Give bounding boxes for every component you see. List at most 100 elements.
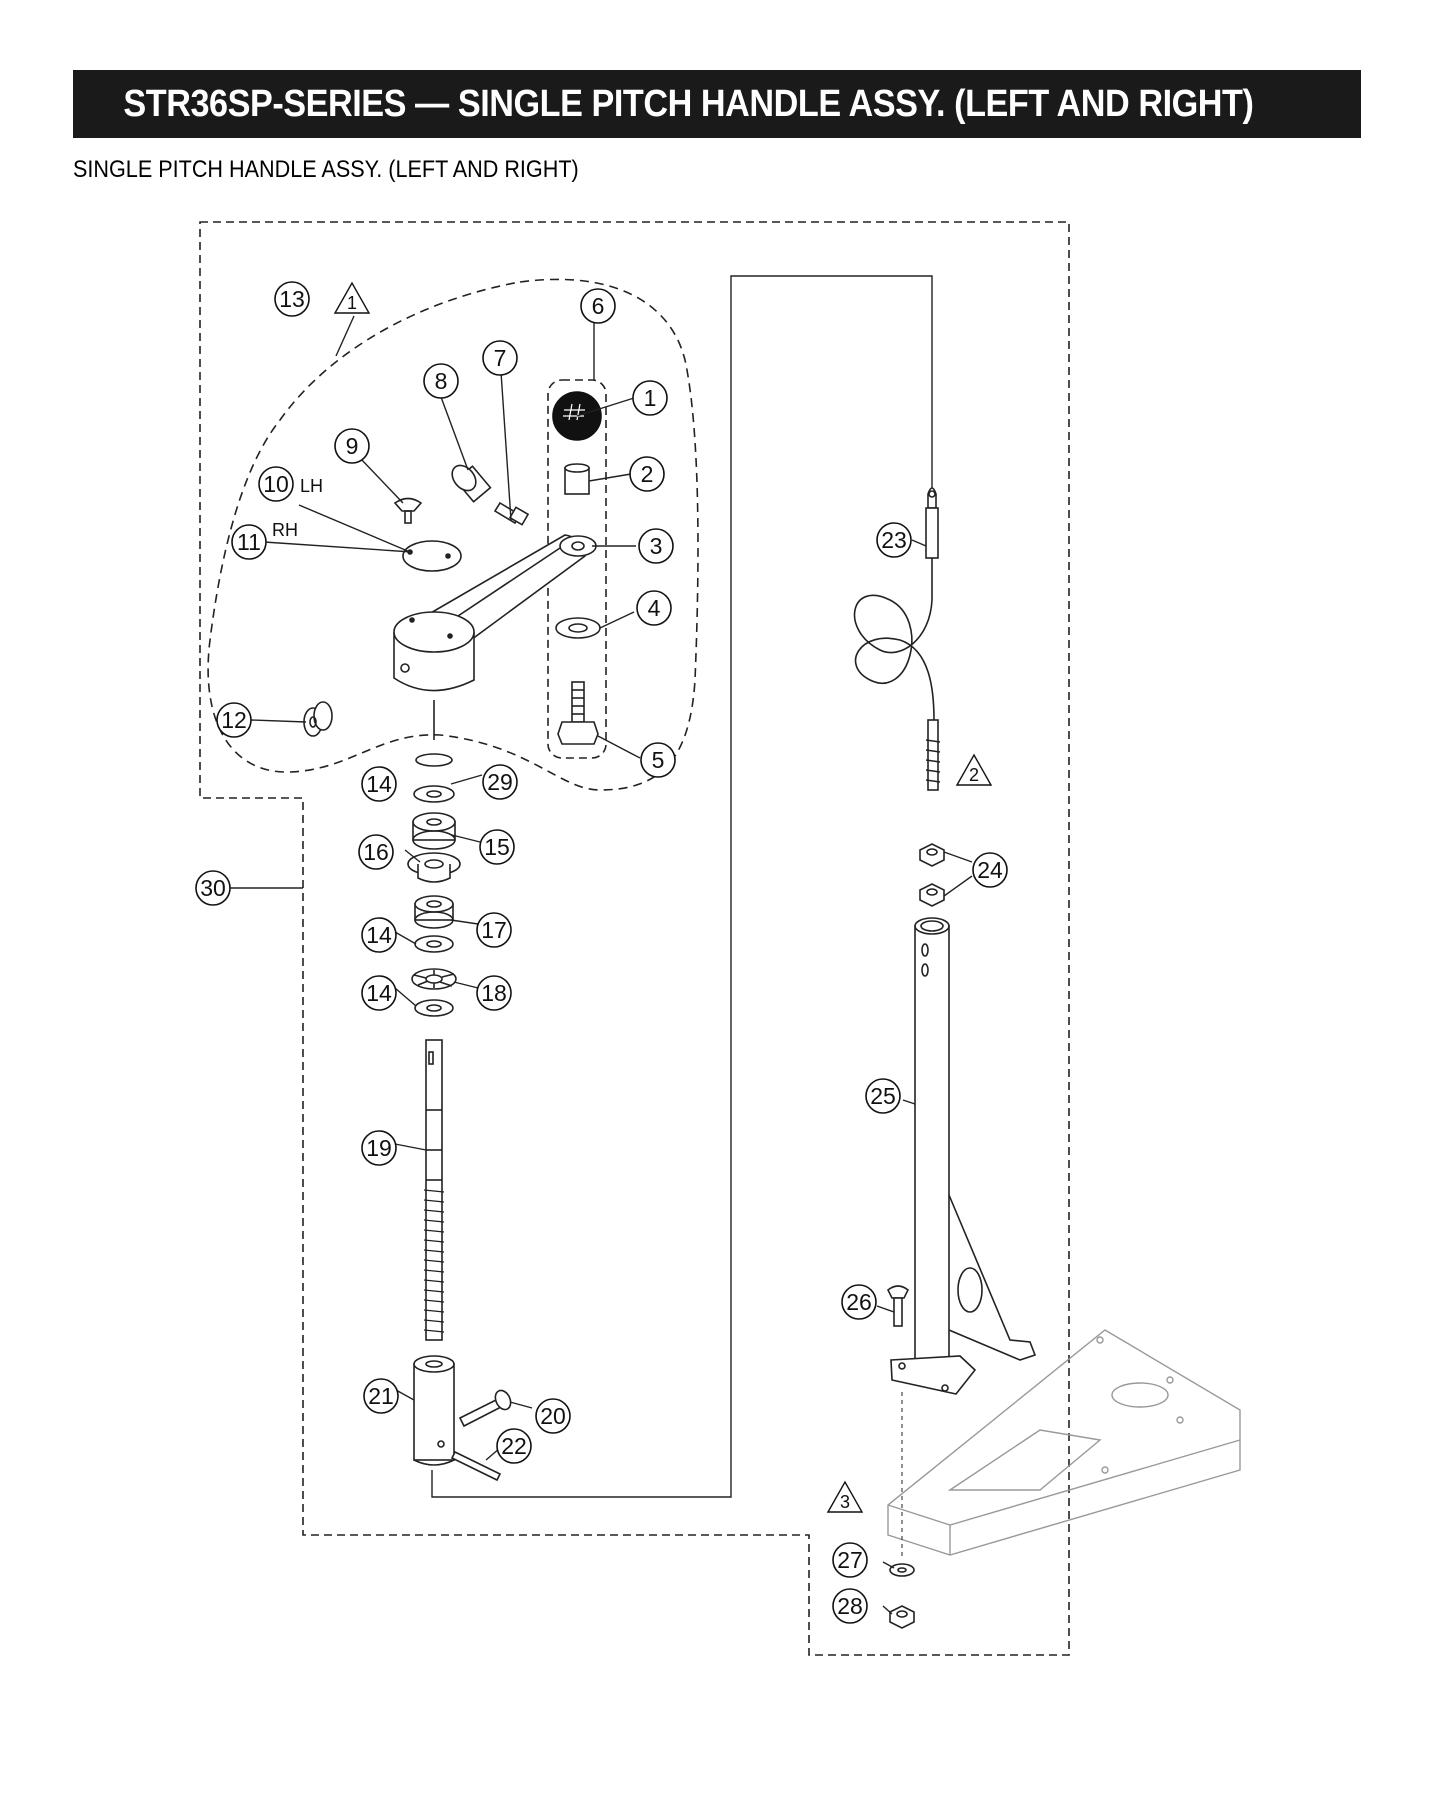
washer-part-14-top bbox=[413, 785, 455, 803]
callout-26-label: 26 bbox=[846, 1289, 872, 1315]
set-screw-part-12 bbox=[303, 701, 333, 737]
callout-9-label: 9 bbox=[346, 433, 359, 459]
callout-14-mid-label: 14 bbox=[366, 922, 392, 948]
callout-5-label: 5 bbox=[652, 747, 665, 773]
cable-part-23 bbox=[853, 487, 941, 791]
callout-24-label: 24 bbox=[977, 857, 1003, 883]
callout-8 bbox=[423, 363, 459, 399]
page-title: STR36SP-SERIES — SINGLE PITCH HANDLE ASS… bbox=[123, 82, 1254, 125]
bushing-part-15 bbox=[412, 812, 456, 850]
callout-2-label: 2 bbox=[641, 461, 654, 487]
note-triangle-3-icon bbox=[826, 1480, 864, 1513]
callout-18 bbox=[476, 975, 512, 1011]
fitting-part-8 bbox=[451, 464, 492, 503]
nut-part-28 bbox=[889, 1605, 915, 1629]
spring-washer-part-18 bbox=[411, 968, 457, 990]
callout-14-bottom bbox=[361, 975, 397, 1011]
callout-15 bbox=[479, 829, 515, 865]
note-triangle-2-icon bbox=[955, 753, 993, 786]
pin-part-22 bbox=[450, 1450, 502, 1482]
bushing-part-17 bbox=[414, 895, 454, 929]
callout-6 bbox=[580, 288, 616, 324]
callout-28 bbox=[832, 1588, 868, 1624]
callout-23-label: 23 bbox=[881, 527, 907, 553]
handle-subassembly-boundary-13 bbox=[207, 278, 699, 791]
callout-3 bbox=[638, 528, 674, 564]
callout-5 bbox=[640, 742, 676, 778]
callout-16 bbox=[358, 834, 394, 870]
callout-19-label: 19 bbox=[366, 1135, 392, 1161]
callout-6-label: 6 bbox=[592, 293, 605, 319]
screw-part-9 bbox=[393, 497, 423, 524]
assembly-boundary-30 bbox=[199, 221, 1070, 1656]
note-2-label: 2 bbox=[969, 765, 979, 785]
callout-28-label: 28 bbox=[837, 1593, 863, 1619]
callout-14-top-label: 14 bbox=[366, 771, 392, 797]
callout-1-label: 1 bbox=[644, 385, 657, 411]
page-subtitle: SINGLE PITCH HANDLE ASSY. (LEFT AND RIGH… bbox=[73, 156, 579, 183]
nut-part-24-bottom bbox=[919, 883, 945, 907]
callout-29 bbox=[482, 764, 518, 800]
callout-4 bbox=[636, 590, 672, 626]
connector-line bbox=[431, 275, 933, 1498]
nut-part-24-top bbox=[919, 843, 945, 867]
callout-20 bbox=[535, 1398, 571, 1434]
bolt-part-20 bbox=[458, 1389, 512, 1428]
lh-label: LH bbox=[300, 476, 323, 496]
callout-8-label: 8 bbox=[435, 368, 448, 394]
bolt-part-26 bbox=[886, 1285, 910, 1327]
callout-14-bottom-label: 14 bbox=[366, 980, 392, 1006]
callout-16-label: 16 bbox=[363, 839, 389, 865]
washer-part-14-bottom bbox=[414, 999, 454, 1017]
bolt-part-5 bbox=[557, 681, 599, 745]
callout-30 bbox=[195, 870, 231, 906]
callout-13-label: 13 bbox=[279, 286, 305, 312]
callout-11 bbox=[231, 524, 267, 560]
handle-arm-part-3 bbox=[393, 534, 597, 692]
callout-2 bbox=[629, 456, 665, 492]
callout-10-label: 10 bbox=[263, 471, 289, 497]
callout-25 bbox=[865, 1078, 901, 1114]
callout-23 bbox=[876, 522, 912, 558]
callout-11-label: 11 bbox=[237, 529, 261, 555]
callout-4-label: 4 bbox=[648, 595, 661, 621]
callout-21-label: 21 bbox=[368, 1383, 394, 1409]
callout-26 bbox=[841, 1284, 877, 1320]
callout-27-label: 27 bbox=[837, 1547, 863, 1573]
callout-19 bbox=[361, 1130, 397, 1166]
retaining-ring-part-29 bbox=[415, 753, 453, 767]
callout-18-label: 18 bbox=[481, 980, 507, 1006]
flange-part-16 bbox=[407, 852, 461, 883]
note-3-label: 3 bbox=[840, 1492, 850, 1512]
callout-10 bbox=[258, 466, 294, 502]
callout-3-label: 3 bbox=[650, 533, 663, 559]
note-triangle-1-icon bbox=[333, 281, 371, 314]
knob-pattern-icon bbox=[563, 403, 585, 421]
callout-13 bbox=[274, 281, 310, 317]
callout-24 bbox=[972, 852, 1008, 888]
zerk-part-7 bbox=[493, 501, 530, 526]
callout-30-label: 30 bbox=[200, 875, 226, 901]
callout-15-label: 15 bbox=[484, 834, 510, 860]
callout-27 bbox=[832, 1542, 868, 1578]
callout-21 bbox=[363, 1378, 399, 1414]
callout-25-label: 25 bbox=[870, 1083, 896, 1109]
washer-part-14-mid bbox=[414, 935, 454, 953]
base-plate-phantom bbox=[887, 1329, 1241, 1556]
callout-17-label: 17 bbox=[481, 917, 507, 943]
callout-7-label: 7 bbox=[494, 345, 507, 371]
shaft-part-19 bbox=[423, 1039, 445, 1341]
callout-7 bbox=[482, 340, 518, 376]
callout-17 bbox=[476, 912, 512, 948]
callout-14-mid bbox=[361, 917, 397, 953]
callout-14-top bbox=[361, 766, 397, 802]
callout-12-label: 12 bbox=[221, 707, 247, 733]
callout-12 bbox=[216, 702, 252, 738]
washer-part-4 bbox=[555, 617, 601, 639]
callout-29-label: 29 bbox=[487, 769, 513, 795]
leader-lines bbox=[227, 315, 973, 1615]
page-title-bar: STR36SP-SERIES — SINGLE PITCH HANDLE ASS… bbox=[73, 70, 1361, 138]
tube-part-25 bbox=[890, 917, 1037, 1395]
rh-label: RH bbox=[272, 520, 298, 540]
